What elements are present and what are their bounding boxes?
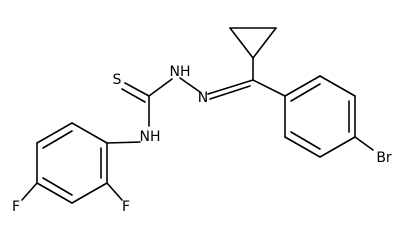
- atom-labels: S NH N NH Br F F: [12, 64, 392, 215]
- hydrazone-chain: [106, 57, 254, 144]
- bond-ring-to-f-ortho: [106, 182, 123, 201]
- hydrazine-nh-label: NH: [170, 64, 191, 80]
- bond-imine-c-n-b: [209, 85, 251, 100]
- molecule-structure-diagram: S NH N NH Br F F: [12, 27, 392, 215]
- bond-bromophenyl-1: [284, 75, 321, 97]
- bond-difluorophenyl-5: [71, 182, 108, 204]
- fluorine-ortho-label: F: [122, 199, 130, 215]
- bond-imine-carbon-to-ring: [252, 79, 286, 97]
- bond-cyclopropyl-2: [229, 27, 254, 59]
- bond-difluorophenyl-1: [71, 122, 108, 144]
- bond-difluorophenyl-2: [36, 122, 73, 144]
- bond-ring-to-br: [354, 136, 374, 151]
- bond-nh-thiocarbonyl: [148, 78, 173, 97]
- bond-nh-aryl: [106, 141, 141, 144]
- imine-nitrogen-label: N: [198, 90, 208, 106]
- bond-bromophenyl-5: [284, 136, 321, 158]
- bond-ring-to-f-para: [21, 182, 38, 201]
- difluorophenyl-ring: [21, 122, 123, 204]
- bond-c-s-b: [121, 88, 146, 103]
- bond-bromophenyl-inner-1: [290, 83, 321, 102]
- bond-bromophenyl-inner-3: [290, 131, 321, 150]
- bond-imine-c-n-a: [207, 79, 254, 95]
- bond-difluorophenyl-inner-2: [42, 177, 73, 196]
- bond-bromophenyl-4: [319, 136, 356, 158]
- bond-bromophenyl-2: [319, 75, 356, 97]
- anilide-nh-label: NH: [140, 129, 161, 145]
- bromophenyl-ring: [252, 75, 374, 158]
- cyclopropyl-ring: [229, 27, 277, 59]
- sulfur-atom-label: S: [113, 72, 122, 88]
- bromine-atom-label: Br: [376, 150, 392, 166]
- bond-c-s-a: [124, 82, 150, 97]
- fluorine-para-label: F: [12, 199, 20, 215]
- bond-n-nh: [179, 77, 201, 93]
- bond-difluorophenyl-inner-1: [42, 130, 73, 149]
- bond-cyclopropyl-3: [252, 27, 277, 59]
- bond-difluorophenyl-4: [36, 182, 73, 204]
